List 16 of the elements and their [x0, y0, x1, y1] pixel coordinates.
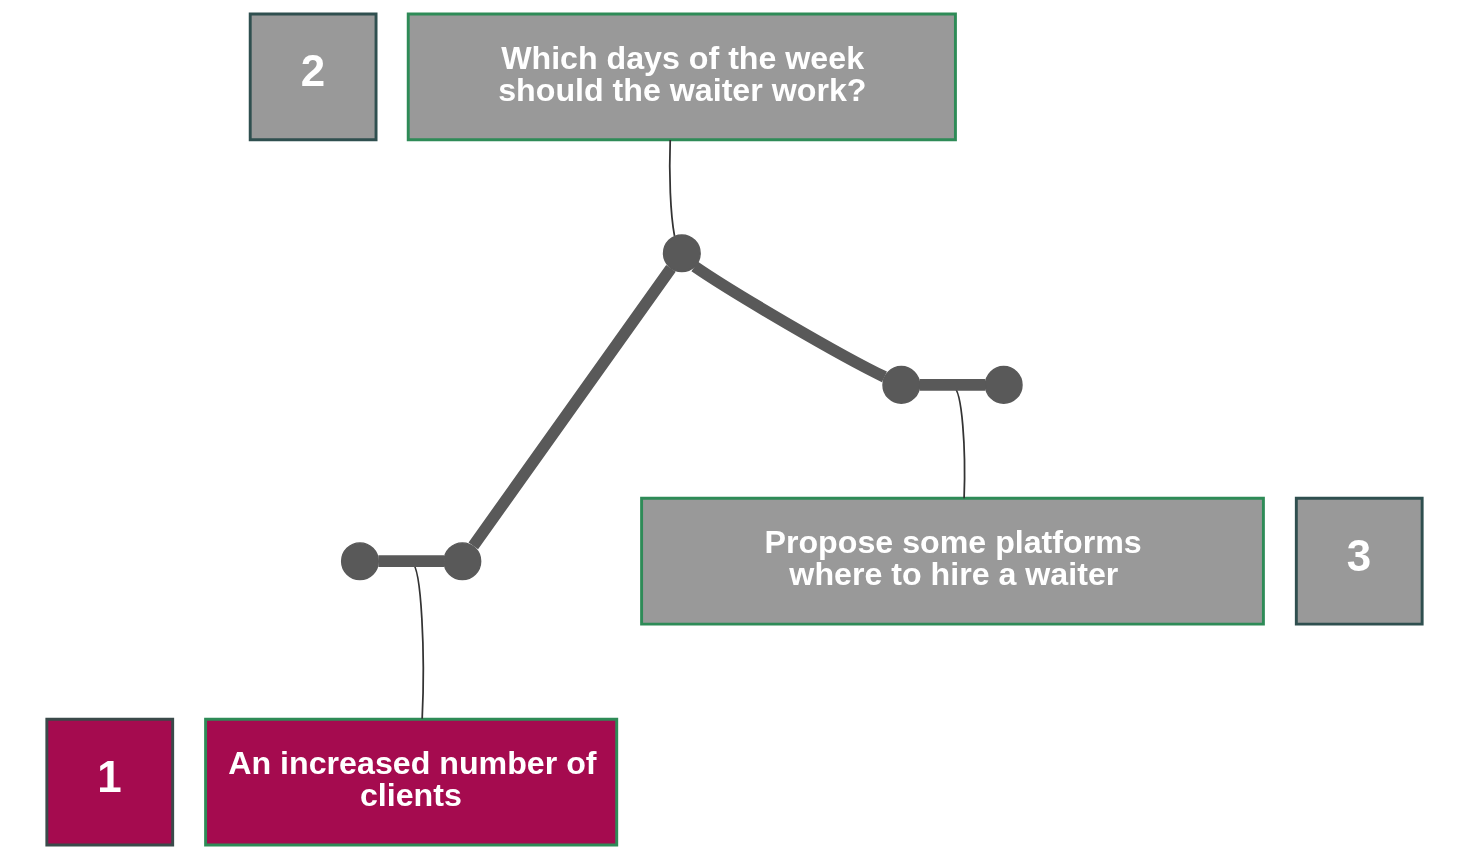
- node-box: Propose some platforms where to hire a waiter: [639, 496, 1265, 626]
- node-circle: [442, 542, 481, 581]
- node-circle: [881, 365, 920, 404]
- node-circle: [340, 542, 379, 581]
- connector: [919, 379, 985, 391]
- node-box: Which days of the week should the waiter work?: [406, 12, 957, 142]
- connector: [468, 265, 676, 550]
- node-box: An increased number of clients: [203, 717, 618, 847]
- node-circle: [984, 365, 1023, 404]
- node-circle: [662, 234, 701, 273]
- node-box: 3: [1294, 496, 1424, 626]
- connector: [668, 139, 675, 237]
- node-box: 2: [248, 12, 377, 142]
- node-box: 1: [44, 717, 174, 847]
- connector: [691, 261, 887, 383]
- connector: [377, 555, 444, 568]
